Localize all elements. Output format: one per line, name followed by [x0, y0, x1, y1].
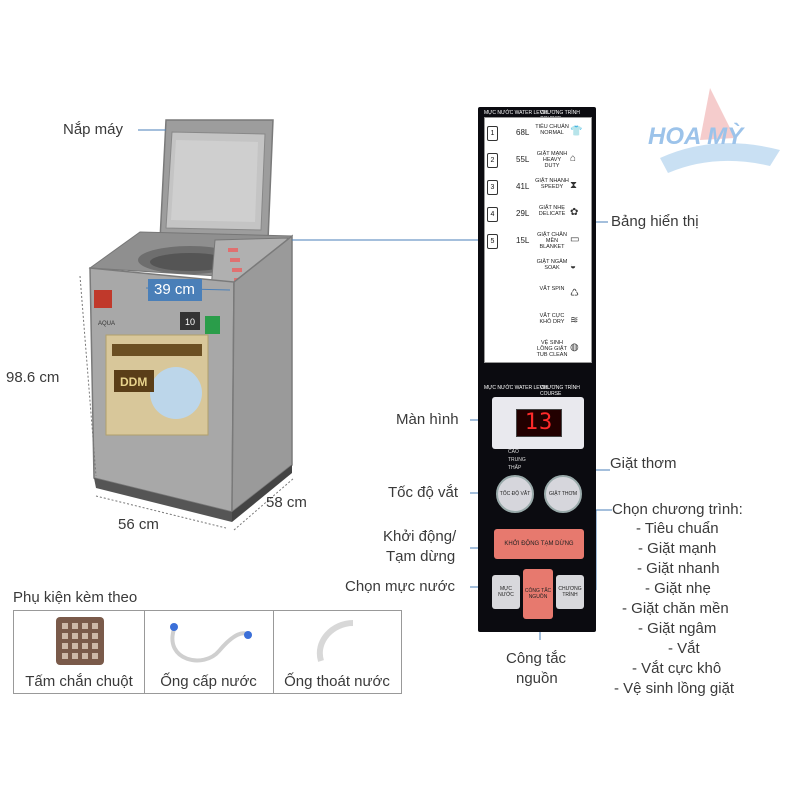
- fragrance-button[interactable]: GIẶT THƠM: [544, 475, 582, 513]
- digital-readout: 13: [516, 409, 562, 437]
- tub-clean-icon: ◍: [570, 342, 579, 353]
- power-label-1: Công tắc: [506, 650, 567, 667]
- program-row: VỆ SINH LỒNG GIẶT TUB CLEAN ◍: [485, 336, 591, 366]
- start-pause-button[interactable]: KHỞI ĐỘNG TẠM DỪNG: [494, 529, 584, 559]
- program-row: VẮT SPIN ♺: [485, 282, 591, 312]
- shirt-icon: 👕: [570, 126, 583, 137]
- speedy-icon: ⧗: [570, 180, 578, 191]
- power-label-2: nguồn: [516, 670, 558, 687]
- accessory-cell: Ống cấp nước: [144, 611, 274, 693]
- control-panel: MỰC NƯỚC WATER LEVEL CHƯƠNG TRÌNH COURSE…: [478, 107, 596, 632]
- row-program-name: GIẶT CHĂN MỀN BLANKET: [537, 232, 567, 250]
- program-row: 5 15L GIẶT CHĂN MỀN BLANKET ▭: [485, 228, 591, 258]
- depth-label: 58 cm: [266, 494, 307, 511]
- delicate-icon: ✿: [570, 207, 579, 218]
- program-row: 4 29L GIẶT NHẸ DELICATE ✿: [485, 201, 591, 231]
- accessories-title: Phụ kiện kèm theo: [13, 589, 138, 606]
- row-water-level: 41L: [516, 182, 530, 191]
- spin-speed-label: Tốc độ vắt: [388, 484, 459, 501]
- row-number: 2: [487, 153, 498, 168]
- row-program-name: GIẶT MẠNH HEAVY DUTY: [536, 151, 568, 169]
- program-row: 3 41L GIẶT NHANH SPEEDY ⧗: [485, 174, 591, 204]
- accessory-caption: Ống cấp nước: [160, 673, 257, 690]
- row-water-level: 15L: [516, 236, 530, 245]
- display-screen: 13: [492, 397, 584, 449]
- display-board-label: Bảng hiển thị: [611, 213, 699, 230]
- rat-guard-mat-icon: [56, 617, 104, 665]
- drain-hose-icon: [316, 620, 354, 662]
- speed-low-indicator: THẤP: [508, 465, 522, 471]
- accessory-caption: Tấm chắn chuột: [25, 673, 133, 690]
- program-item: - Vắt cực khô: [632, 660, 722, 677]
- dry-icon: ≋: [570, 315, 579, 326]
- soak-icon: ◒: [570, 261, 577, 272]
- power-button[interactable]: CÔNG TẮC NGUỒN: [523, 569, 553, 619]
- panel-header-water: MỰC NƯỚC WATER LEVEL: [484, 110, 550, 116]
- accessory-cell: Tấm chắn chuột: [14, 611, 145, 693]
- row-program-name: GIẶT NHANH SPEEDY: [535, 178, 569, 190]
- row-program-name: TIÊU CHUẨN NORMAL: [535, 124, 569, 136]
- program-row: VẮT CỰC KHÔ DRY ≋: [485, 309, 591, 339]
- brand-logo: AQUA: [98, 321, 115, 327]
- program-item: - Giặt nhanh: [637, 560, 720, 577]
- accessory-caption: Ống thoát nước: [284, 673, 390, 690]
- width-label: 56 cm: [118, 516, 159, 533]
- start-pause-label-1: Khởi động/: [383, 528, 457, 545]
- row-program-name: VẮT CỰC KHÔ DRY: [539, 313, 565, 325]
- row-water-level: 55L: [516, 155, 530, 164]
- program-row: GIẶT NGÂM SOAK ◒: [485, 255, 591, 285]
- lid-label: Nắp máy: [63, 121, 124, 138]
- blanket-icon: ▭: [570, 234, 580, 245]
- start-pause-label-2: Tạm dừng: [386, 548, 456, 565]
- row-number: 3: [487, 180, 498, 195]
- program-item: - Vệ sinh lồng giặt: [614, 680, 735, 697]
- spin-speed-button[interactable]: TỐC ĐỘ VẮT: [496, 475, 534, 513]
- row-program-name: GIẶT NHẸ DELICATE: [538, 205, 566, 217]
- row-number: 5: [487, 234, 498, 249]
- speed-mid-indicator: TRUNG: [508, 457, 526, 463]
- program-item: - Giặt ngâm: [638, 620, 717, 637]
- accessory-cell: Ống thoát nước: [273, 611, 401, 693]
- watermark-text: HOA MỲ: [648, 122, 745, 150]
- row-program-name: GIẶT NGÂM SOAK: [536, 259, 568, 271]
- program-board: 1 68L TIÊU CHUẨN NORMAL 👕 2 55L GIẶT MẠN…: [484, 117, 592, 363]
- screen-label: Màn hình: [396, 411, 459, 428]
- program-item: - Tiêu chuẩn: [636, 520, 719, 537]
- row-water-level: 29L: [516, 209, 530, 218]
- fragrance-label: Giặt thơm: [610, 455, 677, 472]
- row-program-name: VỆ SINH LỒNG GIẶT TUB CLEAN: [536, 340, 568, 358]
- program-item: - Vắt: [668, 640, 700, 657]
- accessories-table: Tấm chắn chuột Ống cấp nước Ống thoát nư…: [13, 610, 402, 694]
- program-select-label: Chọn chương trình:: [612, 501, 743, 518]
- spin-icon: ♺: [570, 288, 579, 299]
- panel-header-course-2: CHƯƠNG TRÌNH COURSE: [540, 385, 580, 397]
- speed-high-indicator: CAO: [508, 449, 519, 455]
- row-number: 1: [487, 126, 498, 141]
- program-row: 1 68L TIÊU CHUẨN NORMAL 👕: [485, 120, 591, 150]
- hoa-my-watermark-logo: HOA MỲ: [648, 88, 780, 173]
- row-number: 4: [487, 207, 498, 222]
- course-button[interactable]: CHƯƠNG TRÌNH: [556, 575, 584, 609]
- panel-header-water-2: MỰC NƯỚC WATER LEVEL: [484, 385, 550, 391]
- row-water-level: 68L: [516, 128, 530, 137]
- program-item: - Giặt chăn mền: [622, 600, 729, 617]
- program-row: 2 55L GIẶT MẠNH HEAVY DUTY ⌂: [485, 147, 591, 177]
- heavy-wash-icon: ⌂: [570, 153, 577, 164]
- program-item: - Giặt mạnh: [638, 540, 717, 557]
- water-level-button[interactable]: MỰC NƯỚC: [492, 575, 520, 609]
- warranty-badge: 10: [185, 317, 195, 327]
- program-item: - Giặt nhẹ: [645, 580, 711, 597]
- ddm-badge: DDM: [120, 375, 147, 389]
- row-program-name: VẮT SPIN: [539, 286, 565, 292]
- water-inlet-hose-icon: [170, 623, 252, 663]
- drum-diameter-label: 39 cm: [154, 281, 195, 298]
- water-level-label: Chọn mực nước: [345, 578, 455, 595]
- height-label: 98.6 cm: [6, 369, 60, 386]
